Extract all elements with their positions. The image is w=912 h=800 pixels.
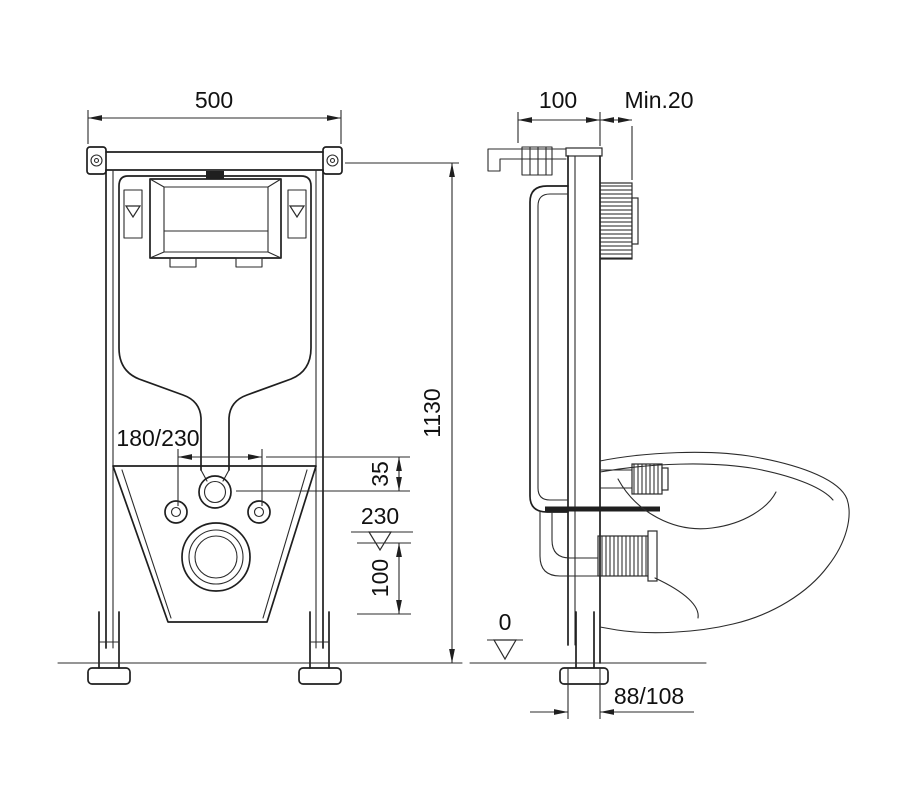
level-mark-left-icon: [124, 205, 142, 219]
wall-hanger-bracket: [487, 146, 567, 176]
dim-outlet-100: 100: [357, 542, 411, 615]
dim-outlet-100-label: 100: [367, 559, 393, 597]
level-mark-right-icon: [288, 205, 306, 219]
dim-outlet-offset: 88/108: [530, 668, 694, 719]
side-view: 100 Min.20 0 88/108: [469, 87, 850, 719]
dim-min-clearance-label: Min.20: [624, 87, 693, 113]
dim-side-depth-label: 100: [539, 87, 577, 113]
dim-level-230-label: 230: [361, 503, 399, 529]
dim-bolt-spacing-label: 180/230: [116, 425, 199, 451]
dim-floor-level: 0: [487, 609, 523, 661]
dim-floor-level-label: 0: [499, 609, 512, 635]
inlet-connector: [599, 463, 669, 495]
mounting-hole-right: [326, 154, 339, 167]
dim-front-width: 500: [87, 87, 342, 144]
dim-side-depth: 100: [517, 87, 601, 146]
dim-front-width-label: 500: [195, 87, 233, 113]
dim-level-230: 230: [351, 503, 413, 552]
front-view: 500 1130 180/230 35 230: [57, 87, 463, 685]
drain-outlet: [181, 522, 251, 592]
mounting-plate: [112, 465, 317, 623]
level-triangle-0-icon: [492, 639, 518, 661]
tank-clamp-right: [287, 189, 307, 239]
dim-front-height: 1130: [345, 162, 459, 663]
drain-connector: [597, 530, 658, 582]
dim-front-height-label: 1130: [419, 388, 445, 437]
mounting-hole-left: [90, 154, 103, 167]
adjustable-feet: [87, 611, 342, 685]
level-triangle-230-icon: [367, 531, 393, 552]
cistern-tank: [118, 171, 312, 482]
dim-bolt-spacing: 180/230: [116, 425, 263, 506]
foot-plate-left: [87, 667, 131, 685]
tank-top-mark: [206, 171, 224, 179]
toilet-bowl-profile: [599, 451, 850, 634]
dim-flush-offset-label: 35: [367, 461, 393, 487]
dim-min-clearance: Min.20: [600, 87, 694, 180]
fixing-hole-right: [247, 500, 271, 524]
fixing-hole-left: [164, 500, 188, 524]
frame-outline: [86, 146, 343, 649]
foot-plate-side: [559, 667, 609, 685]
dim-flush-offset: 35: [236, 456, 410, 492]
access-opening: [149, 178, 282, 268]
cistern-side-profile: [529, 185, 569, 513]
foot-plate-right: [298, 667, 342, 685]
dim-outlet-offset-label: 88/108: [614, 683, 684, 709]
side-foot: [559, 611, 609, 685]
side-frame: [565, 147, 603, 664]
threaded-wall-anchor: [599, 182, 639, 260]
tank-clamp-left: [123, 189, 143, 239]
flush-bend: [198, 475, 232, 509]
flush-pipe-side: [539, 511, 599, 577]
